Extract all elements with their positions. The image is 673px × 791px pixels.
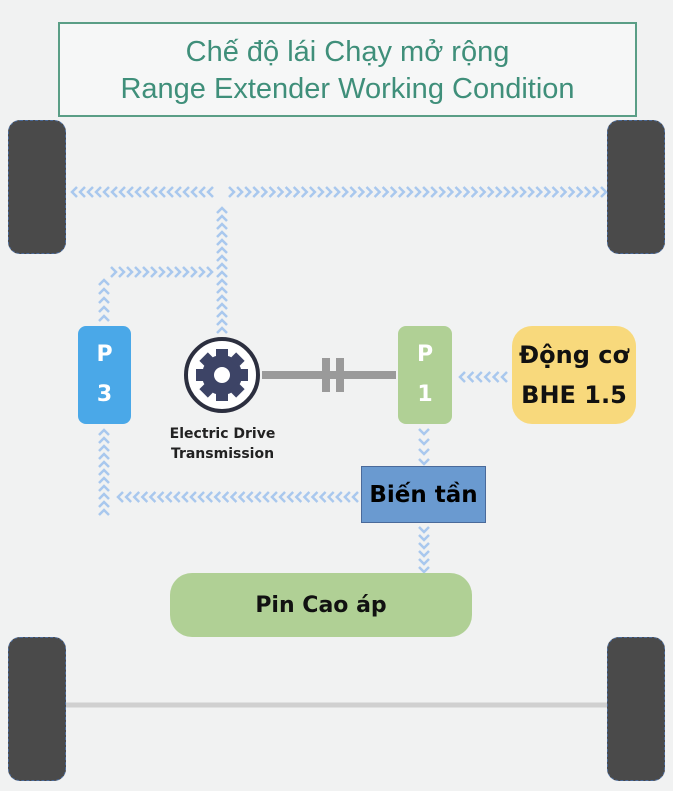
arrow-p3-up-top <box>98 278 110 322</box>
title-vi: Chế độ lái Chạy mở rộng <box>185 36 510 68</box>
tire-rear-left <box>8 637 66 781</box>
title-box: Chế độ lái Chạy mở rộng Range Extender W… <box>58 22 637 117</box>
engine-box: Động cơ BHE 1.5 <box>512 326 636 424</box>
p3-label-num: 3 <box>96 382 113 407</box>
arrow-p3-right <box>110 266 214 278</box>
tire-front-right <box>607 120 665 254</box>
arrow-edt-up <box>216 206 228 334</box>
engine-label-2: BHE 1.5 <box>521 381 627 409</box>
battery-box: Pin Cao áp <box>170 573 472 637</box>
gear-icon <box>184 337 260 413</box>
arrow-to-front-right <box>228 186 608 198</box>
p3-label-p: P <box>96 342 113 367</box>
engine-label-1: Động cơ <box>519 341 629 369</box>
p1-label-num: 1 <box>417 382 433 407</box>
p1-label-p: P <box>416 342 434 367</box>
arrow-p3-up-bottom <box>98 428 110 516</box>
arrow-p1-to-inverter <box>418 428 430 466</box>
arrow-inverter-to-p3 <box>116 491 359 503</box>
edt-line1: Electric Drive <box>169 426 276 442</box>
inverter-box: Biến tần <box>361 466 486 523</box>
title-en: Range Extender Working Condition <box>120 73 575 105</box>
arrow-inverter-to-battery <box>418 526 430 574</box>
edt-line2: Transmission <box>170 446 275 462</box>
drive-shaft <box>262 358 396 392</box>
energy-flow-arrows <box>70 186 608 574</box>
arrow-engine-to-p1 <box>458 371 508 383</box>
tire-rear-right <box>607 637 665 781</box>
tire-front-left <box>8 120 66 254</box>
arrow-to-front-left <box>70 186 214 198</box>
